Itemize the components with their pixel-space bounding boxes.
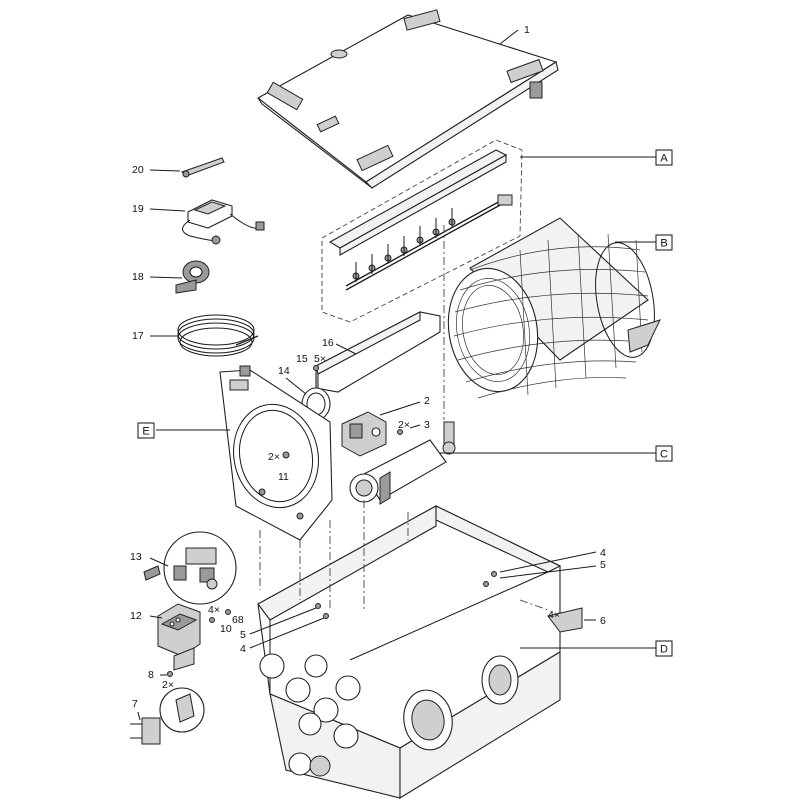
part-16-gutter	[315, 311, 441, 397]
assembly-guide-lines	[259, 225, 549, 612]
part-1-lid	[257, 9, 559, 189]
part-12-power-unit	[157, 603, 201, 657]
leader-5b	[499, 565, 597, 579]
callout-10-qty: 4×	[208, 604, 220, 616]
callout-13: 13	[130, 551, 142, 563]
leader-3	[409, 424, 421, 429]
callout-20: 20	[132, 164, 144, 176]
assembly-e-front-plate	[219, 365, 333, 541]
leader-13	[149, 557, 169, 567]
callout-2: 2	[424, 395, 430, 407]
callout-6-qty: 4×	[548, 609, 560, 621]
callout-7: 7	[132, 698, 138, 710]
callout-1: 1	[524, 24, 530, 36]
leader-7	[137, 711, 141, 721]
callout-15-qty: 5×	[314, 353, 326, 365]
part-3-screws	[397, 429, 403, 435]
leader-1	[499, 29, 519, 45]
leader-4b	[499, 551, 597, 573]
part-13-connector	[143, 565, 161, 581]
leader-19	[149, 208, 186, 212]
callout-16: 16	[322, 337, 334, 349]
svg-text:D: D	[660, 644, 668, 656]
callout-12: 12	[130, 610, 142, 622]
fasteners-left	[315, 603, 329, 619]
callout-8-qty: 2×	[162, 679, 174, 691]
leader-16	[335, 343, 357, 355]
assembly-e-label: E	[137, 422, 155, 439]
callout-14: 14	[278, 365, 290, 377]
svg-text:C: C	[660, 449, 668, 461]
assembly-c-label: C	[655, 445, 673, 462]
callout-4b: 4	[600, 547, 606, 559]
part-15-screws	[313, 365, 319, 371]
callout-17: 17	[132, 330, 144, 342]
leader-18	[149, 276, 183, 279]
part-8-screws	[167, 647, 195, 677]
leader-14	[285, 377, 307, 395]
callout-68: 68	[232, 614, 244, 626]
callout-19: 19	[132, 203, 144, 215]
svg-text:B: B	[660, 238, 667, 250]
callout-8: 8	[148, 669, 154, 681]
assembly-d-label: D	[655, 640, 673, 657]
assembly-a-spray-bar	[321, 139, 523, 323]
part-17-hose	[177, 314, 259, 357]
leader-12	[149, 615, 163, 619]
part-20-stake	[181, 157, 225, 178]
callout-18: 18	[132, 271, 144, 283]
detail-circle-13	[163, 531, 237, 605]
fasteners-right	[483, 571, 497, 587]
leader-20	[149, 169, 181, 172]
callout-3-qty: 2×	[398, 419, 410, 431]
callout-15: 15	[296, 353, 308, 365]
svg-text:E: E	[142, 426, 149, 438]
assembly-d-housing	[257, 505, 583, 799]
detail-circle-7	[159, 687, 205, 733]
callout-6: 6	[600, 615, 606, 627]
assembly-b-label: B	[655, 234, 673, 251]
part-18-tape	[175, 260, 210, 294]
callout-5a: 5	[240, 629, 246, 641]
part-10-screws	[209, 609, 231, 623]
part-2-motor	[341, 411, 387, 457]
callout-4a: 4	[240, 643, 246, 655]
part-7-plug	[130, 717, 161, 745]
assembly-b-drum	[447, 217, 661, 399]
part-19-controller	[182, 199, 265, 245]
callout-3: 3	[424, 419, 430, 431]
callout-11: 11	[278, 471, 289, 483]
leader-2	[379, 401, 421, 416]
leader-4a	[249, 617, 325, 649]
assembly-a-label: A	[655, 149, 673, 166]
callout-10: 10	[220, 623, 232, 635]
svg-text:A: A	[660, 153, 668, 165]
callout-5b: 5	[600, 559, 606, 571]
leader-5a	[249, 607, 317, 635]
callout-11-qty: 2×	[268, 451, 280, 463]
